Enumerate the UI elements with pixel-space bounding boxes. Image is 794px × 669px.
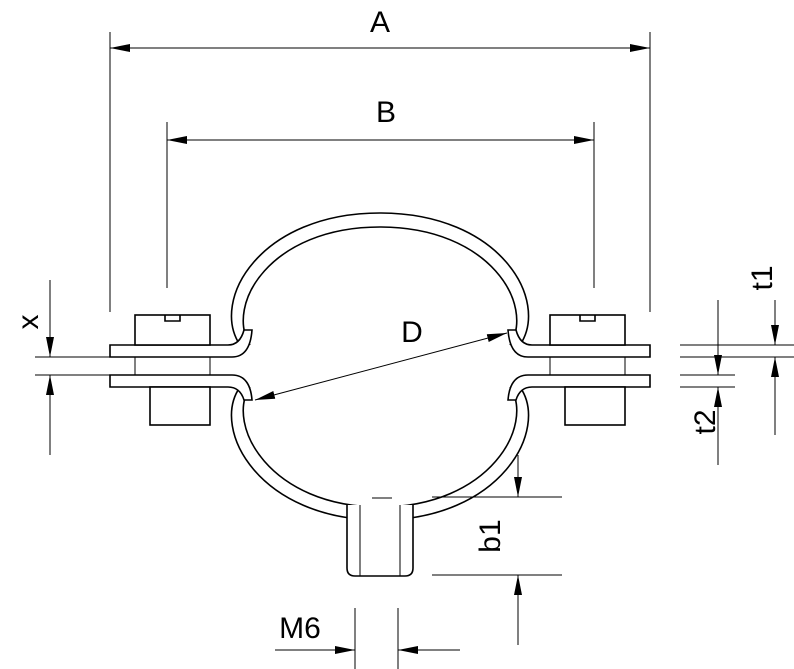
left-flange [109, 314, 253, 426]
dimension-d: D [254, 316, 508, 401]
label-b: B [376, 96, 396, 129]
dimension-a: A [109, 6, 651, 312]
label-m6: M6 [279, 612, 321, 645]
threaded-nipple [346, 497, 414, 577]
label-t2: t2 [689, 409, 722, 434]
dimension-b: B [166, 96, 595, 288]
dimension-m6: M6 [275, 608, 460, 669]
dimension-t2: t2 [680, 300, 735, 465]
label-a: A [370, 6, 390, 39]
dimension-t1: t1 [680, 265, 794, 435]
label-x: x [12, 315, 45, 330]
label-b1: b1 [474, 519, 507, 552]
label-t1: t1 [746, 265, 779, 290]
right-flange [507, 314, 651, 426]
dimension-x: x [12, 280, 110, 455]
dimension-b1: b1 [432, 455, 562, 645]
label-d: D [401, 316, 423, 349]
